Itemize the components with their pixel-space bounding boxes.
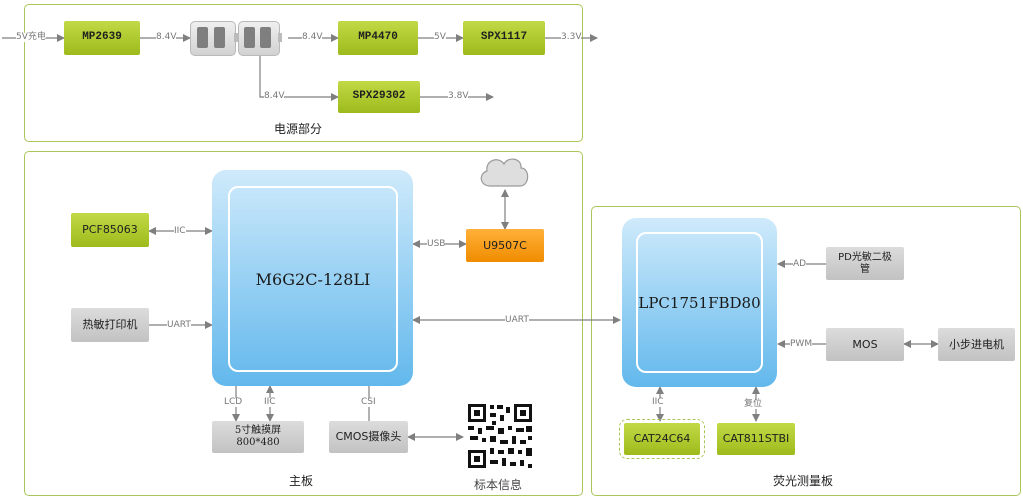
- cat811stbi-block: CAT811STBI: [717, 423, 795, 455]
- label-uart-link: UART: [505, 315, 529, 325]
- specimen-info-label: 标本信息: [474, 478, 523, 492]
- battery-icon: [190, 21, 288, 56]
- label-csi: CSI: [361, 397, 376, 407]
- lpc1751-chip: [622, 218, 777, 387]
- label-5v-charge: 5V充电: [16, 32, 46, 42]
- m6g2c-label: M6G2C-128LI: [228, 186, 398, 372]
- spx29302-block: SPX29302: [338, 81, 420, 113]
- label-3v8: 3.8V: [448, 91, 469, 101]
- mp2639-block: MP2639: [64, 21, 140, 55]
- label-8v4-b: 8.4V: [302, 32, 323, 42]
- label-iic-lcd: IIC: [264, 397, 276, 407]
- mp4470-block: MP4470: [338, 21, 418, 55]
- cloud-icon: [480, 158, 529, 187]
- label-uart-printer: UART: [167, 320, 191, 330]
- label-pwm: PWM: [790, 339, 813, 349]
- cat24c64-block: CAT24C64: [624, 423, 700, 455]
- stepper-motor-block: 小步进电机: [938, 328, 1015, 361]
- pcf85063-block: PCF85063: [71, 213, 149, 247]
- qr-code-icon: [467, 403, 533, 469]
- cmos-camera-block: CMOS摄像头: [329, 421, 408, 453]
- main-board-title: 主板: [289, 474, 314, 488]
- cat24c64-highlight: [619, 419, 705, 459]
- label-3v3: 3.3V: [561, 32, 582, 42]
- label-lcd: LCD: [224, 397, 243, 407]
- wire-battery-spx29302: [259, 56, 339, 101]
- label-reset: 复位: [744, 399, 763, 409]
- thermal-printer-block: 热敏打印机: [71, 308, 149, 342]
- touchscreen-block: 5寸触摸屏 800*480: [212, 421, 304, 453]
- label-usb: USB: [427, 239, 446, 249]
- mos-block: MOS: [826, 328, 904, 361]
- label-ad: AD: [793, 259, 807, 269]
- label-8v4-c: 8.4V: [264, 91, 285, 101]
- m6g2c-chip: [212, 170, 413, 386]
- fluorescence-board-title: 荧光测量板: [773, 474, 834, 488]
- spx1117-block: SPX1117: [463, 21, 545, 55]
- label-8v4-a: 8.4V: [156, 32, 177, 42]
- lpc1751-label: LPC1751FBD80: [636, 232, 763, 373]
- label-iic-pcf: IIC: [174, 226, 186, 236]
- power-title: 电源部分: [274, 122, 323, 136]
- label-iic-cat24: IIC: [652, 397, 664, 407]
- u9507c-block: U9507C: [466, 229, 544, 262]
- label-5v: 5V: [434, 32, 446, 42]
- pd-photodiode-block: PD光敏二极 管: [826, 247, 904, 280]
